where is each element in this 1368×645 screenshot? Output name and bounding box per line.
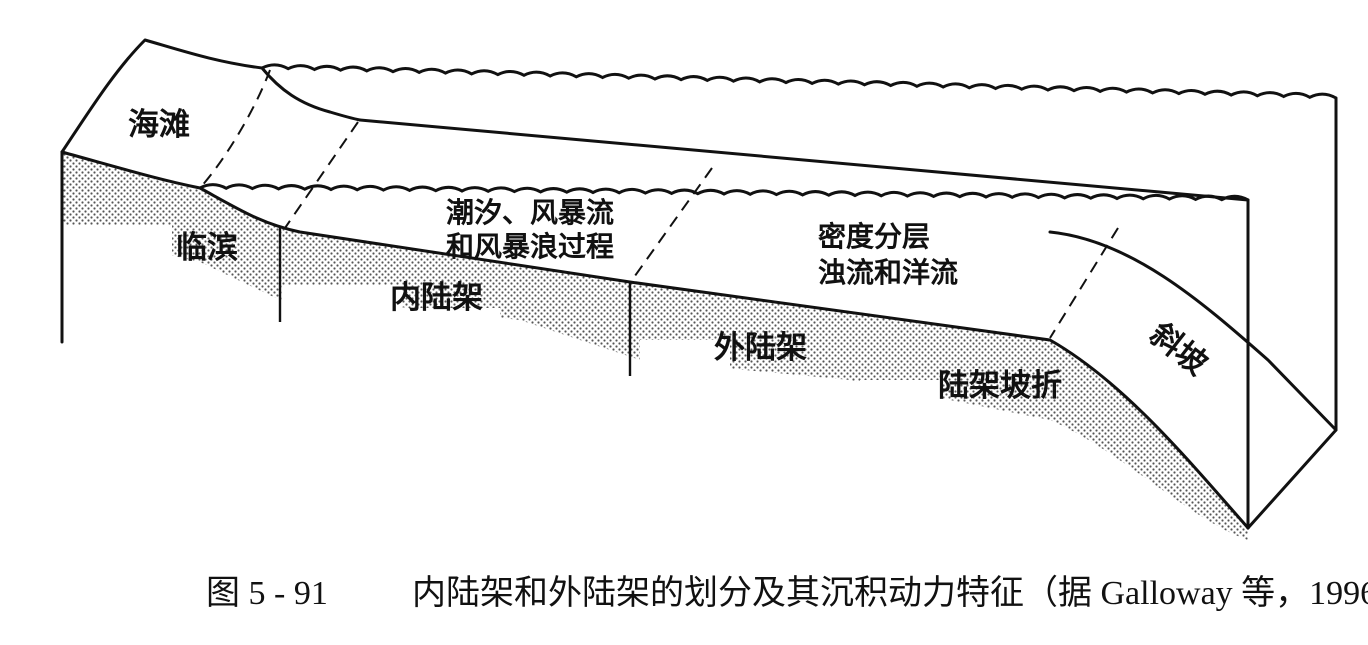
dash-shelf-break xyxy=(1049,227,1119,339)
dash-inner-outer xyxy=(631,167,713,281)
label-shoreface: 临滨 xyxy=(176,230,238,266)
wave-front xyxy=(199,183,1249,202)
label-process-inner-1: 潮汐、风暴流 xyxy=(446,196,614,229)
label-process-inner-2: 和风暴浪过程 xyxy=(446,230,614,263)
label-beach: 海滩 xyxy=(128,107,190,143)
wave-back xyxy=(261,63,1337,100)
beach-surface xyxy=(60,38,362,154)
sea-surface-back xyxy=(358,118,1250,202)
label-outer-shelf: 外陆架 xyxy=(714,330,807,366)
dash-beach-shoreface xyxy=(199,69,271,189)
label-shelf-break: 陆架坡折 xyxy=(938,368,1062,404)
caption-figure-no: 图 5 - 91 xyxy=(206,575,328,612)
seafloor-profile xyxy=(60,150,1250,530)
seafloor-back xyxy=(1048,230,1338,432)
label-process-outer-2: 浊流和洋流 xyxy=(818,256,958,289)
label-slope: 斜坡 xyxy=(1143,316,1214,383)
label-inner-shelf: 内陆架 xyxy=(390,280,483,316)
stipple-knockouts xyxy=(62,225,940,400)
dash-shoreface-inner xyxy=(284,121,359,229)
right-face-back xyxy=(1246,96,1338,530)
label-process-outer-1: 密度分层 xyxy=(818,220,930,253)
caption-title: 内陆架和外陆架的划分及其沉积动力特征（据 Galloway 等，1996） xyxy=(412,574,1368,612)
